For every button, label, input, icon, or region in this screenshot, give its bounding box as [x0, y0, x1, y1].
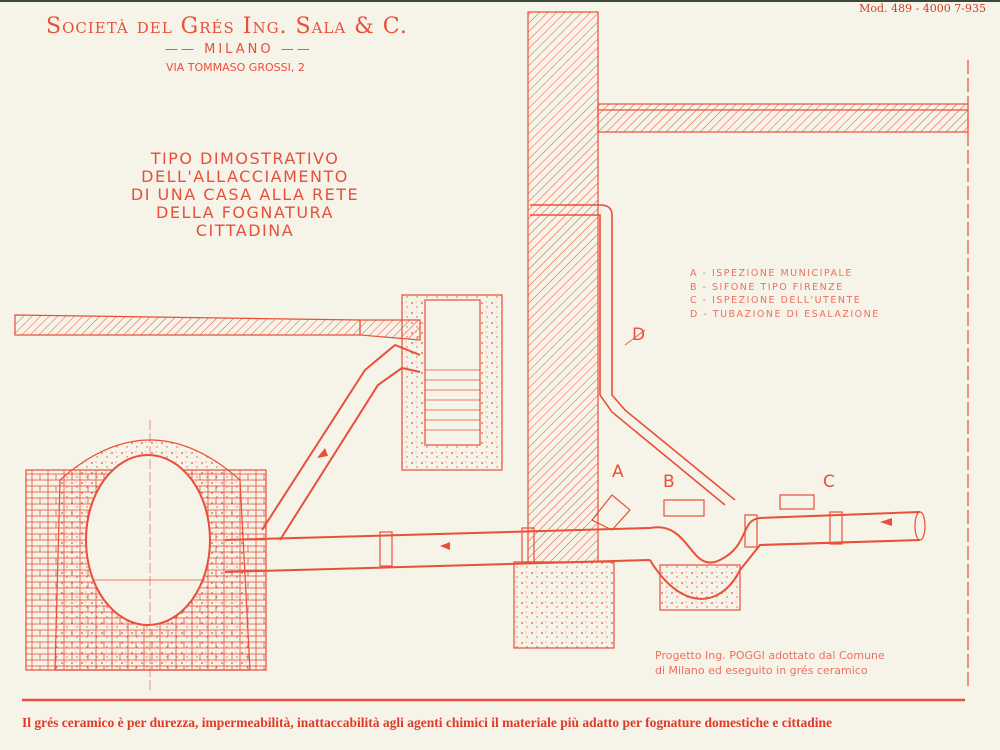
legend-item-a: A - ISPEZIONE MUNICIPALE — [690, 268, 853, 279]
credit-note: Progetto Ing. POGGI adottato dal Comune … — [655, 648, 885, 678]
marker-a: A — [612, 462, 624, 482]
footer-slogan: Il grés ceramico è per durezza, impermea… — [22, 715, 832, 730]
street-ground — [14, 314, 361, 336]
title-line: DI UNA CASA ALLA RETE — [130, 185, 360, 204]
building-wall — [527, 11, 599, 563]
inclined-drain-pipe — [261, 343, 421, 541]
title-line: DELLA FOGNATURA — [156, 203, 334, 222]
title-line: TIPO DIMOSTRATIVO — [150, 149, 340, 168]
house-sewer-pipe — [224, 527, 651, 573]
address: VIA TOMMASO GROSSI, 2 — [166, 61, 305, 74]
title-line: CITTADINA — [195, 221, 295, 240]
scan-edge — [0, 0, 1000, 2]
legend-item-d: D - TUBAZIONE DI ESALAZIONE — [690, 308, 880, 320]
diagram-title: TIPO DIMOSTRATIVO DELL'ALLACCIAMENTO DI … — [120, 150, 370, 240]
marker-d: D — [632, 325, 646, 345]
city: —— MILANO —— — [165, 42, 313, 57]
legend-item-c: C - ISPEZIONE DELL'UTENTE — [690, 295, 862, 306]
wall-foundation — [513, 561, 615, 649]
siphon-pit — [659, 564, 741, 611]
floor-slab — [597, 103, 969, 133]
vent-pipe — [530, 204, 736, 506]
title-line: DELL'ALLACCIAMENTO — [141, 167, 349, 186]
legend: A - ISPEZIONE MUNICIPALE B - SIFONE TIPO… — [690, 267, 880, 321]
sewer-channel — [85, 454, 211, 626]
credit-line: Progetto Ing. POGGI adottato dal Comune — [655, 649, 885, 662]
legend-item-b: B - SIFONE TIPO FIRENZE — [690, 281, 844, 293]
company-name: Società del Grés Ing. Sala & C. — [46, 14, 408, 39]
model-code: Mod. 489 - 4000 7-935 — [859, 2, 986, 15]
credit-line: di Milano ed eseguito in grés ceramico — [655, 664, 868, 677]
marker-b: B — [663, 472, 675, 492]
marker-c: C — [823, 472, 835, 492]
